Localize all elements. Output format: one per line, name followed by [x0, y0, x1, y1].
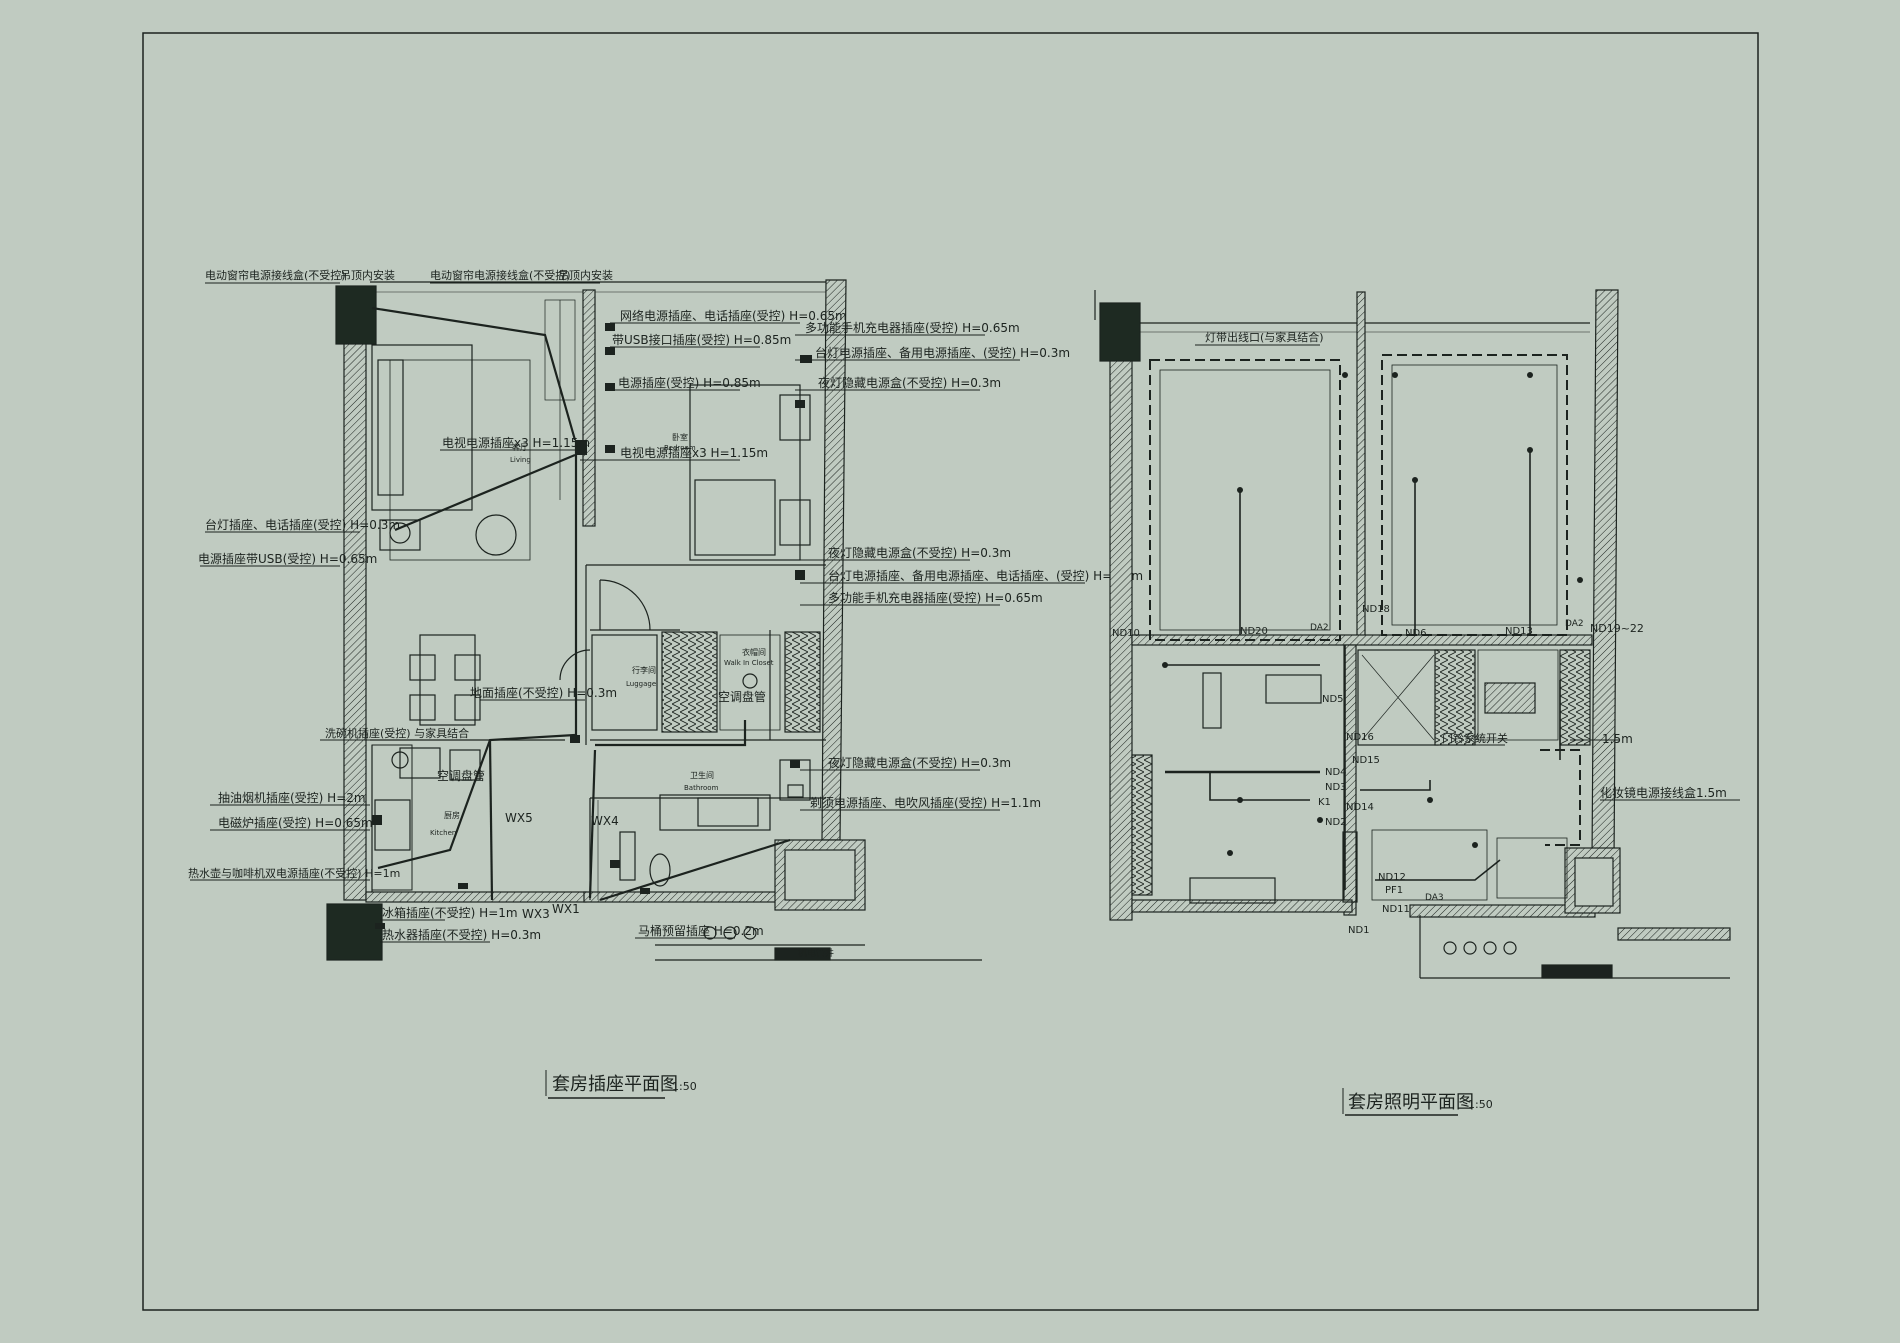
- circuit-nd5: ND5: [1322, 694, 1344, 705]
- bottom-wall: [365, 891, 587, 903]
- label-doorbell-switch: 门铃系统开关: [1442, 731, 1508, 745]
- label-strip-outlet: 灯带出线口(与家具结合): [1205, 330, 1324, 344]
- bathtub: [659, 794, 771, 831]
- label-lamp-socket-2: 台灯电源插座、备用电源插座、电话插座、(受控) H=0.3m: [828, 568, 1143, 583]
- label-power-socket: 电源插座(受控) H=0.85m: [618, 375, 761, 390]
- socket-symbols: [372, 323, 812, 929]
- circuit-pf1: PF1: [1385, 885, 1403, 896]
- circuit-nd14: ND14: [1346, 802, 1374, 813]
- label-nightlight-box-3: 夜灯隐藏电源盒(不受控) H=0.3m: [828, 755, 1011, 770]
- room-closet-en: Walk In Closet: [724, 659, 774, 667]
- circuit-nd18: ND18: [1362, 604, 1390, 615]
- label-mirror-height: 1.5m: [1602, 732, 1633, 746]
- lighting-wall-left: [1109, 359, 1133, 921]
- label-lamp-socket-1: 台灯电源插座、备用电源插座、(受控) H=0.3m: [815, 345, 1070, 360]
- sofa: [371, 344, 473, 511]
- socket-plan-title: 套房插座平面图: [552, 1074, 678, 1095]
- label-tv-socket-1: 电视电源插座x3 H=1.15m: [442, 435, 590, 450]
- circuit-wx5: WX5: [505, 811, 533, 825]
- room-luggage-en: Luggage: [626, 680, 656, 688]
- circuit-k1: K1: [1318, 797, 1331, 808]
- label-ceiling-install-1: 吊顶内安装: [340, 268, 395, 282]
- label-induction-socket: 电磁炉插座(受控) H=0.65m: [218, 815, 373, 830]
- column-bottom-left: [326, 903, 383, 961]
- label-curtain-junction-1: 电动窗帘电源接线盒(不受控): [205, 268, 346, 282]
- label-kettle-socket: 热水壶与咖啡机双电源插座(不受控) H=1m: [188, 866, 400, 880]
- label-dishwasher-socket: 洗碗机插座(受控) 与家具结合: [325, 726, 469, 740]
- room-kitchen: 厨房: [444, 810, 460, 820]
- label-phone-charger-2: 多功能手机充电器插座(受控) H=0.65m: [828, 590, 1043, 605]
- room-shaft: 机电管井: [798, 947, 834, 959]
- label-shaver-socket: 剃须电源插座、电吹风插座(受控) H=1.1m: [810, 795, 1041, 810]
- label-curtain-junction-2: 电动窗帘电源接线盒(不受控): [430, 268, 571, 282]
- label-toilet-socket: 马桶预留插座 H=0.2m: [638, 923, 764, 938]
- luggage-room: [591, 634, 658, 731]
- circuit-wx1: WX1: [552, 902, 580, 916]
- label-heater-socket: 热水器插座(不受控) H=0.3m: [382, 927, 541, 942]
- room-bedroom: 卧室: [672, 432, 688, 442]
- leader-lines: [190, 282, 1085, 943]
- label-ac-coil-1: 空调盘管: [718, 689, 766, 704]
- lighting-leaders: [1195, 344, 1740, 801]
- wall-left: [343, 299, 367, 901]
- lighting-plan-scale: 1:50: [1468, 1098, 1493, 1111]
- ac-unit: [1484, 682, 1536, 714]
- lighting-wall-right: [1591, 289, 1619, 861]
- lighting-wiring: [1165, 450, 1561, 890]
- label-nightlight-box-2: 夜灯隐藏电源盒(不受控) H=0.3m: [828, 545, 1011, 560]
- column-top-left: [335, 285, 377, 345]
- circuit-da2-a: DA2: [1310, 623, 1329, 633]
- circuit-wx3: WX3: [522, 907, 550, 921]
- label-ac-coil-2: 空调盘管: [437, 768, 485, 783]
- light-fixtures: [1162, 372, 1583, 856]
- label-ceiling-install-2: 吊顶内安装: [558, 268, 613, 282]
- lighting-column: [1099, 302, 1141, 362]
- lighting-plan-title: 套房照明平面图: [1348, 1092, 1474, 1113]
- label-network-socket: 网络电源插座、电话插座(受控) H=0.65m: [620, 308, 847, 323]
- room-bathroom-en: Bathroom: [684, 784, 719, 792]
- room-living: 客厅: [512, 442, 528, 452]
- label-floor-socket: 地面插座(不受控) H=0.3m: [470, 685, 617, 700]
- socket-wiring: [371, 306, 791, 902]
- circuit-nd4: ND4: [1325, 767, 1347, 778]
- circuit-nd10: ND10: [1112, 628, 1140, 639]
- circuit-nd3: ND3: [1325, 782, 1347, 793]
- label-mirror-junction: 化妆镜电源接线盒1.5m: [1600, 785, 1727, 800]
- circuit-nd2: ND2: [1325, 817, 1347, 828]
- circuit-da2-b: DA2: [1565, 619, 1584, 629]
- circuit-nd16: ND16: [1346, 732, 1374, 743]
- label-nightlight-box-1: 夜灯隐藏电源盒(不受控) H=0.3m: [818, 375, 1001, 390]
- circuit-nd15: ND15: [1352, 755, 1380, 766]
- label-hood-socket: 抽油烟机插座(受控) H=2m: [218, 790, 366, 805]
- circuit-nd1: ND1: [1348, 925, 1370, 936]
- room-closet: 衣帽间: [742, 647, 766, 657]
- circuit-nd6: ND6: [1405, 628, 1427, 639]
- circuit-nd12: ND12: [1378, 872, 1406, 883]
- circuit-nd20: ND20: [1240, 626, 1268, 637]
- label-fridge-socket: 冰箱插座(不受控) H=1m: [382, 905, 518, 920]
- partition-bed-living: [582, 289, 596, 527]
- circuit-nd13: ND13: [1505, 626, 1533, 637]
- circuit-nd19-22: ND19~22: [1590, 622, 1644, 635]
- label-tv-socket-2: 电视电源插座x3 H=1.15m: [620, 445, 768, 460]
- room-luggage: 行李间: [632, 665, 656, 675]
- circuit-wx4: WX4: [591, 814, 619, 828]
- label-usb-socket: 带USB接口插座(受控) H=0.85m: [612, 332, 791, 347]
- socket-plan: [190, 279, 1085, 1099]
- socket-plan-scale: 1:50: [672, 1080, 697, 1093]
- label-usb-power-socket: 电源插座带USB(受控) H=0.65m: [198, 551, 377, 566]
- bed: [689, 384, 801, 561]
- label-phone-charger-1: 多功能手机充电器插座(受控) H=0.65m: [805, 320, 1020, 335]
- label-lamp-phone-socket: 台灯插座、电话插座(受控) H=0.3m: [205, 517, 400, 532]
- room-living-en: Living: [510, 456, 531, 464]
- room-kitchen-en: Kitchen: [430, 829, 456, 837]
- armchair: [475, 514, 517, 556]
- circuit-nd11: ND11: [1382, 904, 1410, 915]
- circuit-da3: DA3: [1425, 893, 1444, 903]
- room-bathroom: 卫生间: [690, 770, 714, 780]
- lighting-plan: [1094, 289, 1740, 1116]
- room-bedroom-en: Bedroom: [664, 444, 696, 452]
- sheet-border: [142, 32, 1759, 1311]
